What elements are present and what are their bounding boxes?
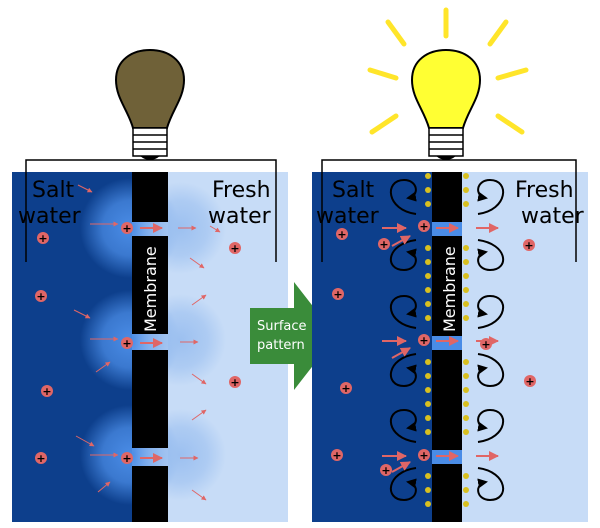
right-circuit-wire [321, 159, 577, 262]
svg-text:+: + [525, 375, 534, 388]
left-fresh-label-line2: water [208, 204, 272, 229]
svg-text:+: + [337, 228, 346, 241]
ion: + [35, 452, 47, 465]
svg-text:+: + [419, 449, 428, 462]
ion: + [35, 290, 47, 303]
vortex-swirl [389, 353, 417, 388]
ion: + [340, 382, 352, 395]
svg-text:+: + [230, 242, 239, 255]
svg-text:+: + [379, 238, 388, 251]
svg-text:+: + [419, 220, 428, 233]
svg-text:+: + [122, 337, 131, 350]
right-surface-charge-dots [425, 173, 469, 507]
ion: + [418, 220, 430, 233]
ion: + [480, 338, 492, 351]
vortex-swirl [477, 408, 505, 443]
ion: + [524, 375, 536, 388]
vortex-swirl [389, 294, 417, 329]
ion: + [418, 334, 430, 347]
right-fresh-label-line1: Fresh [515, 178, 574, 203]
right-ions: + + + + + + + + + + + + [331, 220, 536, 477]
right-panel: Membrane Salt water Fresh water [312, 7, 588, 522]
left-membrane [132, 172, 168, 522]
left-salt-label-line2: water [18, 204, 82, 229]
left-ions: + + + + + + + + + [35, 222, 241, 465]
svg-text:+: + [524, 239, 533, 252]
svg-text:+: + [230, 376, 239, 389]
left-circuit-wire [25, 159, 277, 262]
vortex-swirl [477, 178, 505, 215]
ion: + [523, 239, 535, 252]
ion: + [37, 232, 49, 245]
ion: + [41, 385, 53, 398]
left-flow-arrows [73, 184, 221, 501]
surface-pattern-label-line1: Surface [257, 319, 307, 334]
svg-text:+: + [36, 452, 45, 465]
right-light-bulb-on [410, 48, 482, 160]
vortex-swirl [477, 294, 505, 329]
svg-text:+: + [332, 449, 341, 462]
right-salt-label-line2: water [316, 204, 380, 229]
svg-text:+: + [42, 385, 51, 398]
right-salt-water [312, 172, 432, 522]
right-salt-label-line1: Salt [332, 178, 375, 203]
vortex-swirl [389, 239, 417, 272]
ion: + [418, 449, 430, 462]
svg-text:+: + [122, 222, 131, 235]
right-membrane-label: Membrane [440, 246, 459, 332]
right-light-rays [367, 7, 529, 135]
ion: + [229, 376, 241, 389]
ion: + [121, 222, 133, 235]
left-fresh-label-line1: Fresh [212, 178, 271, 203]
right-fresh-label-line2: water [521, 204, 585, 229]
vortex-swirl [477, 467, 505, 502]
vortex-swirl [477, 353, 505, 388]
svg-text:+: + [381, 464, 390, 477]
svg-text:+: + [38, 232, 47, 245]
right-vortices [389, 178, 505, 502]
ion: + [121, 337, 133, 350]
svg-text:+: + [333, 288, 342, 301]
left-salt-label-line1: Salt [32, 178, 75, 203]
svg-text:+: + [419, 334, 428, 347]
ion: + [331, 449, 343, 462]
surface-pattern-label-line2: pattern [257, 338, 305, 353]
svg-text:+: + [341, 382, 350, 395]
left-light-bulb-off [114, 48, 186, 160]
svg-text:+: + [481, 338, 490, 351]
left-membrane-label: Membrane [141, 246, 160, 332]
ion: + [336, 228, 348, 241]
vortex-swirl [389, 408, 417, 443]
ion: + [121, 452, 133, 465]
right-flow-arrows [382, 223, 499, 473]
svg-text:+: + [122, 452, 131, 465]
ion: + [332, 288, 344, 301]
vortex-swirl [477, 239, 505, 272]
ion: + [229, 242, 241, 255]
vortex-swirl [389, 467, 417, 502]
svg-text:+: + [36, 290, 45, 303]
left-panel: Membrane Salt water Fresh water [12, 48, 288, 522]
vortex-swirl [389, 178, 417, 215]
ion: + [380, 464, 392, 477]
ion: + [378, 238, 390, 251]
